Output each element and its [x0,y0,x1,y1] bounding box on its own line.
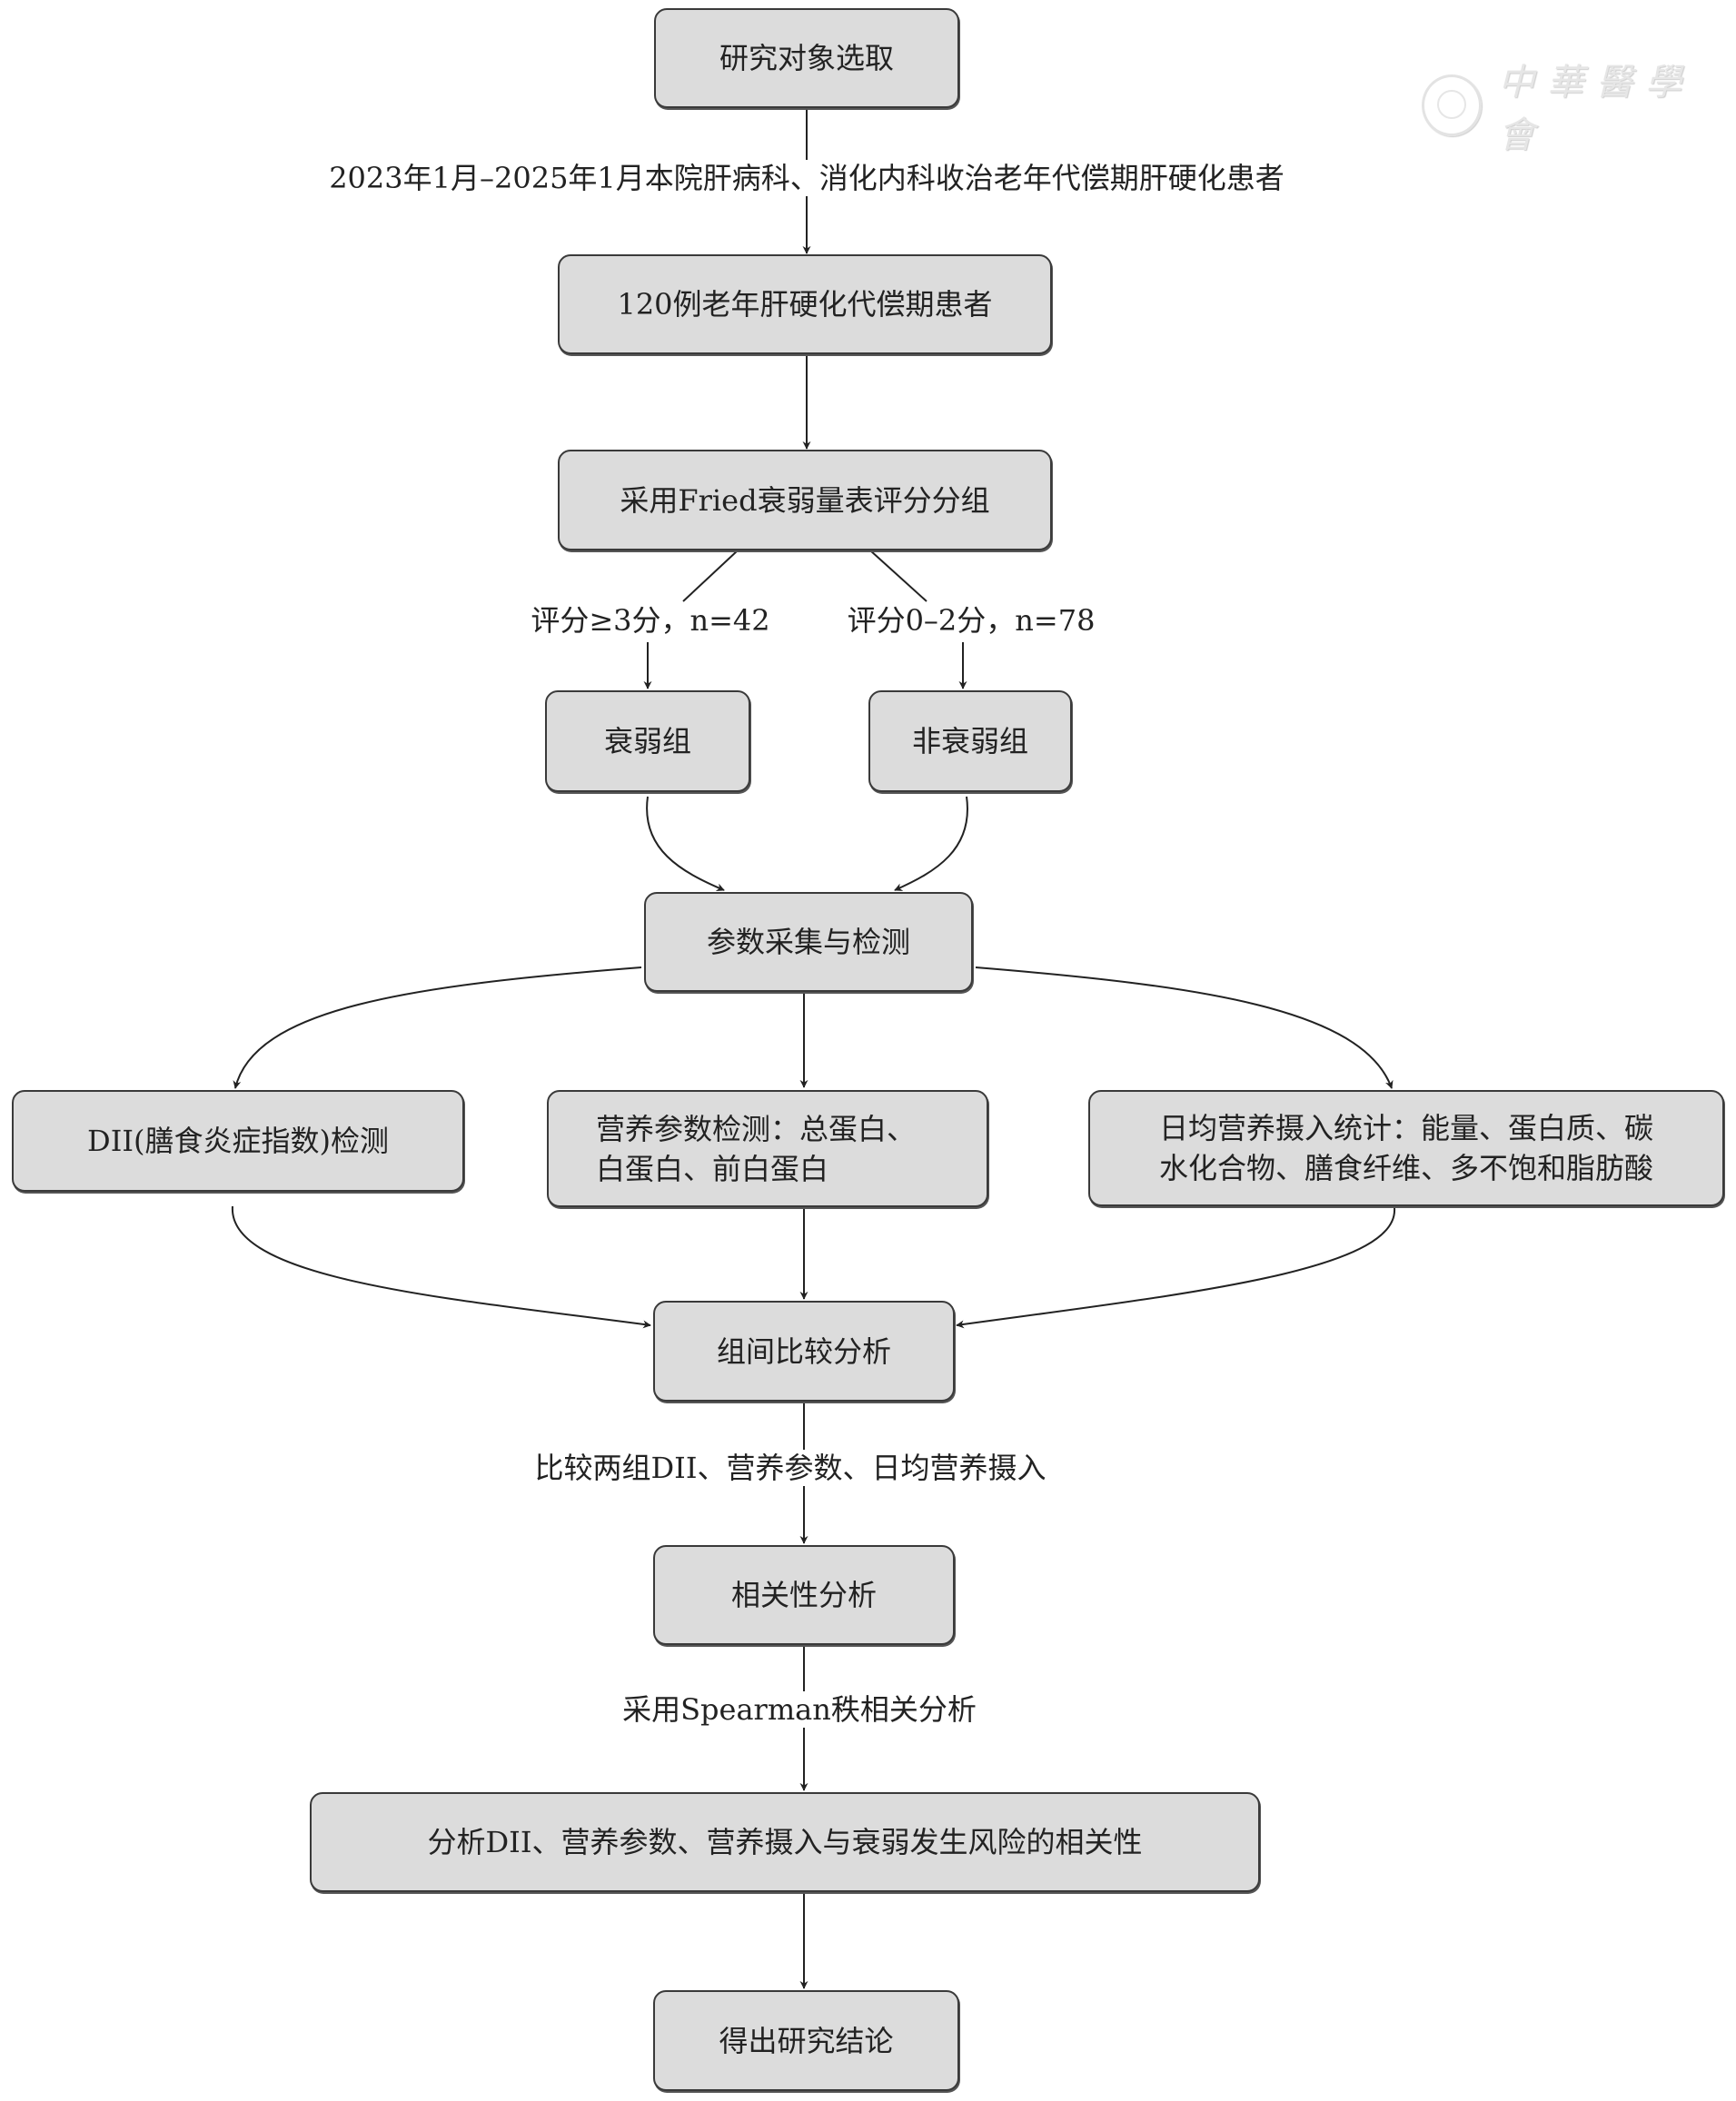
node-dii: DII(膳食炎症指数)检测 [12,1090,464,1192]
edge-label-compare: 比较两组DII、营养参数、日均营养摄入 [531,1450,1050,1486]
edge-label-method: 采用Spearman秩相关分析 [619,1691,980,1728]
node-patients: 120例老年肝硬化代偿期患者 [558,254,1052,354]
edge-collection-to-dii [233,966,642,1089]
edge-label-frail-criteria: 评分≥3分，n=42 [527,602,774,639]
node-group-comparison: 组间比较分析 [653,1301,955,1402]
node-dii-label: DII(膳食炎症指数)检测 [87,1124,389,1158]
node-frail-group-label: 衰弱组 [603,724,691,758]
watermark: 中華醫學會 [1422,53,1736,158]
edge-nonfrail-to-collection [894,796,968,891]
node-fried-grouping-label: 采用Fried衰弱量表评分分组 [620,482,990,518]
node-daily-intake-line1: 日均营养摄入统计：能量、蛋白质、碳 [1158,1111,1653,1145]
node-risk-analysis-label: 分析DII、营养参数、营养摄入与衰弱发生风险的相关性 [427,1825,1143,1859]
edge-frail-to-collection [646,796,725,891]
node-nutrition-params-line1: 营养参数检测：总蛋白、 [596,1111,917,1146]
node-correlation: 相关性分析 [653,1545,955,1645]
edge-fried-branch-right [869,550,928,602]
node-group-comparison-label: 组间比较分析 [716,1333,891,1369]
chinese-medical-association-seal-icon [1422,74,1483,136]
node-nutrition-params: 营养参数检测：总蛋白、 白蛋白、前白蛋白 [547,1090,988,1207]
node-selection-label: 研究对象选取 [719,41,894,75]
node-frail-group: 衰弱组 [545,690,750,792]
node-selection: 研究对象选取 [654,8,959,108]
node-daily-intake-line2: 水化合物、膳食纤维、多不饱和脂肪酸 [1158,1151,1653,1185]
node-nutrition-params-line2: 白蛋白、前白蛋白 [596,1151,829,1186]
node-fried-grouping: 采用Fried衰弱量表评分分组 [558,450,1052,550]
edge-intake-to-comparison [956,1207,1396,1329]
node-conclusion: 得出研究结论 [653,1990,959,2091]
watermark-text: 中華醫學會 [1498,62,1695,156]
edge-fried-branch-left [682,550,739,602]
node-patients-label: 120例老年肝硬化代偿期患者 [617,287,993,322]
node-daily-intake: 日均营养摄入统计：能量、蛋白质、碳 水化合物、膳食纤维、多不饱和脂肪酸 [1088,1090,1724,1206]
node-correlation-label: 相关性分析 [730,1578,877,1612]
node-collection: 参数采集与检测 [644,892,973,992]
node-risk-analysis: 分析DII、营养参数、营养摄入与衰弱发生风险的相关性 [310,1792,1260,1892]
node-nonfrail-group-label: 非衰弱组 [911,724,1028,758]
node-conclusion-label: 得出研究结论 [719,2023,894,2058]
edge-collection-to-intake [975,966,1394,1089]
edge-label-inclusion: 2023年1月–2025年1月本院肝病科、消化内科收治老年代偿期肝硬化患者 [325,160,1288,196]
edge-label-nonfrail-criteria: 评分0–2分，n=78 [843,602,1099,639]
node-nonfrail-group: 非衰弱组 [868,690,1072,792]
edge-dii-to-comparison [231,1205,651,1329]
node-collection-label: 参数采集与检测 [706,925,910,959]
